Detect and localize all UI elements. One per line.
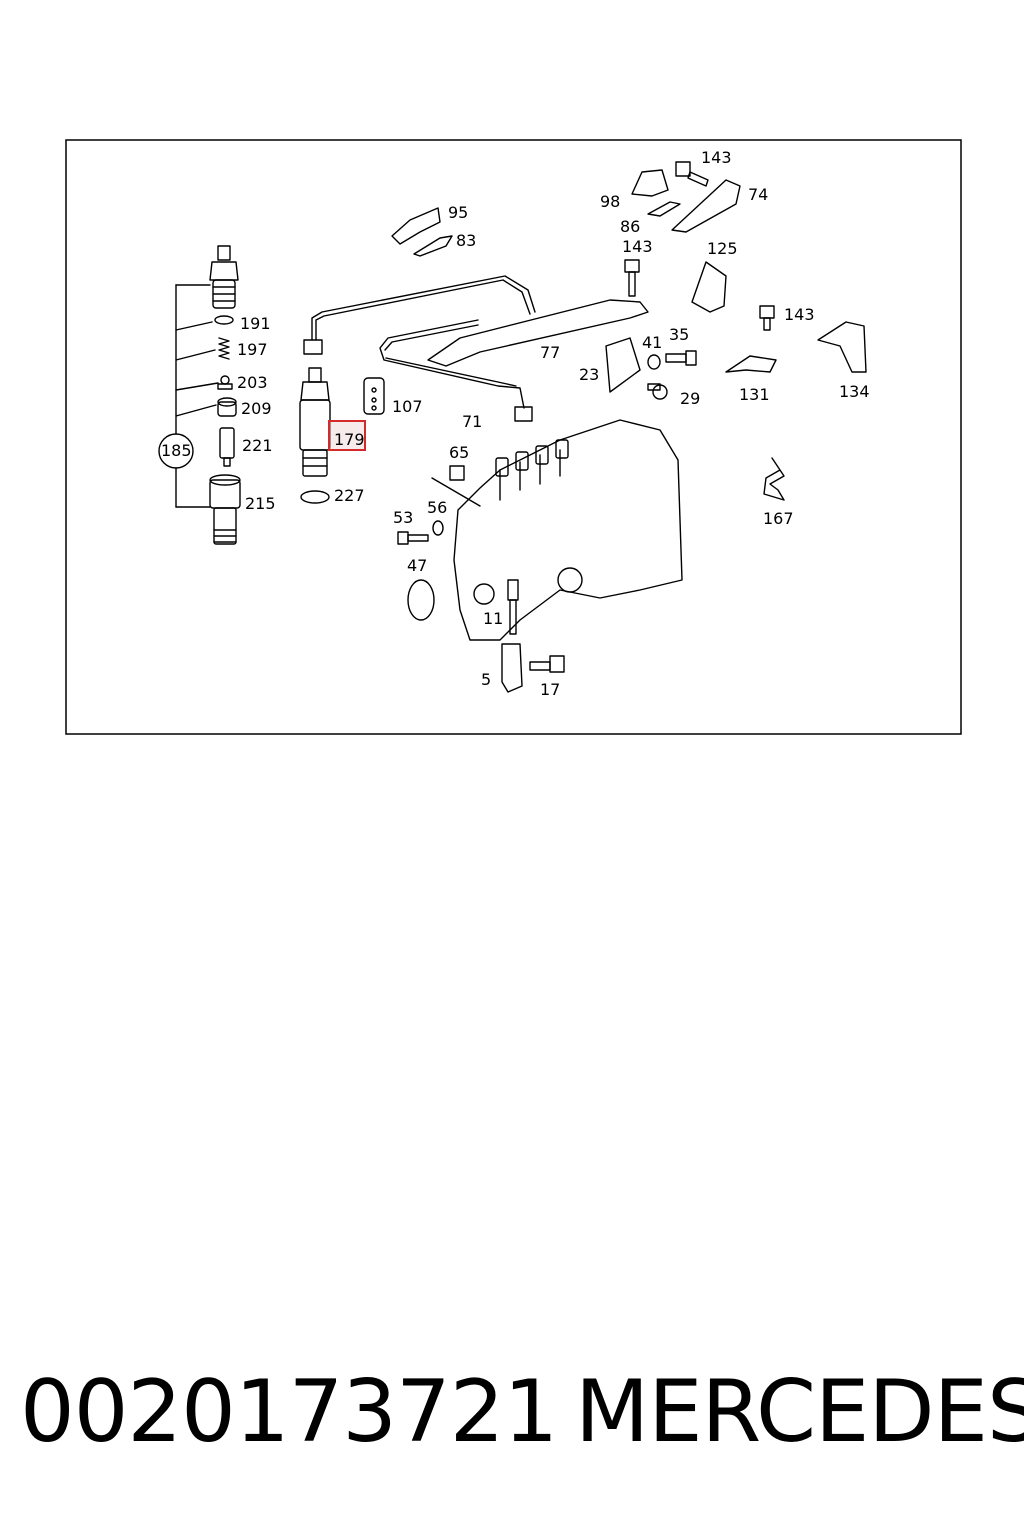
label-167: 167: [763, 509, 794, 528]
label-197: 197: [237, 340, 268, 359]
part-footer: 0020173721 MERCEDES: [0, 1362, 1024, 1472]
label-221: 221: [242, 436, 273, 455]
label-65: 65: [449, 443, 469, 462]
label-74: 74: [748, 185, 768, 204]
label-98: 98: [600, 192, 620, 211]
label-17: 17: [540, 680, 560, 699]
clip-upper-icon: [631, 169, 681, 217]
nozzle-body-icon: [209, 474, 241, 545]
diagram-frame: [65, 139, 962, 735]
sealing-washer-icon: [300, 490, 330, 504]
bolt-143b-icon: [759, 305, 775, 331]
bracket-131-icon: [725, 355, 777, 373]
label-56: 56: [427, 498, 447, 517]
o-ring-icon: [407, 579, 435, 621]
parts-diagram: 143 98 74 86 95 83 143 125 191 197 203 2…: [65, 139, 962, 735]
label-131: 131: [739, 385, 770, 404]
label-203: 203: [237, 373, 268, 392]
label-47: 47: [407, 556, 427, 575]
label-227: 227: [334, 486, 365, 505]
label-29: 29: [680, 389, 700, 408]
bushing-icon: [217, 397, 237, 417]
clip-icon: [391, 207, 453, 257]
highlight-box: [328, 420, 366, 451]
label-185: 185: [161, 441, 192, 460]
part-5-icon: [501, 643, 523, 693]
gasket-65-icon: [449, 465, 465, 481]
label-11: 11: [483, 609, 503, 628]
washer-56-icon: [432, 520, 444, 536]
label-77: 77: [540, 343, 560, 362]
bolt-29-icon: [647, 383, 668, 400]
label-143-mid: 143: [622, 237, 653, 256]
clamp-167-icon: [763, 457, 785, 501]
bolt-17-icon: [529, 655, 565, 673]
label-191: 191: [240, 314, 271, 333]
label-71: 71: [462, 412, 482, 431]
label-179: 179: [334, 430, 365, 449]
bracket-23-icon: [605, 337, 641, 393]
washer-41-icon: [647, 354, 661, 370]
part-number: 0020173721: [20, 1362, 558, 1462]
bolt-53-icon: [397, 531, 429, 545]
label-143-top: 143: [701, 148, 732, 167]
label-134: 134: [839, 382, 870, 401]
bolt-icon: [675, 161, 709, 187]
bracket-134-icon: [817, 321, 867, 373]
pin-11-icon: [507, 579, 519, 635]
nozzle-icon: [219, 427, 235, 467]
label-215: 215: [245, 494, 276, 513]
label-209: 209: [241, 399, 272, 418]
spring-icon: [218, 337, 230, 360]
injection-pump-icon: [431, 419, 683, 641]
clamp-bar-icon: [427, 299, 649, 367]
label-5: 5: [481, 670, 491, 689]
label-53: 53: [393, 508, 413, 527]
bracket-74-icon: [671, 179, 741, 233]
label-23: 23: [579, 365, 599, 384]
small-bolt-icon: [217, 375, 233, 390]
part-labels: 143 98 74 86 95 83 143 125 191 197 203 2…: [161, 148, 870, 699]
label-83: 83: [456, 231, 476, 250]
bracket-125-icon: [691, 261, 727, 313]
label-107: 107: [392, 397, 423, 416]
plug-icon: [363, 377, 385, 415]
label-95: 95: [448, 203, 468, 222]
nozzle-holder-top-icon: [209, 245, 239, 309]
injection-line-icon: [303, 275, 536, 422]
brand-name: MERCEDES: [575, 1362, 1024, 1462]
bolt-35-icon: [665, 350, 697, 366]
label-143-right: 143: [784, 305, 815, 324]
nozzle-group-bracket: [158, 284, 219, 508]
bolt-143-icon: [624, 259, 640, 297]
label-41: 41: [642, 333, 662, 352]
label-125: 125: [707, 239, 738, 258]
washer-icon: [214, 315, 234, 325]
injector-icon: [299, 367, 331, 477]
label-86: 86: [620, 217, 640, 236]
label-35: 35: [669, 325, 689, 344]
